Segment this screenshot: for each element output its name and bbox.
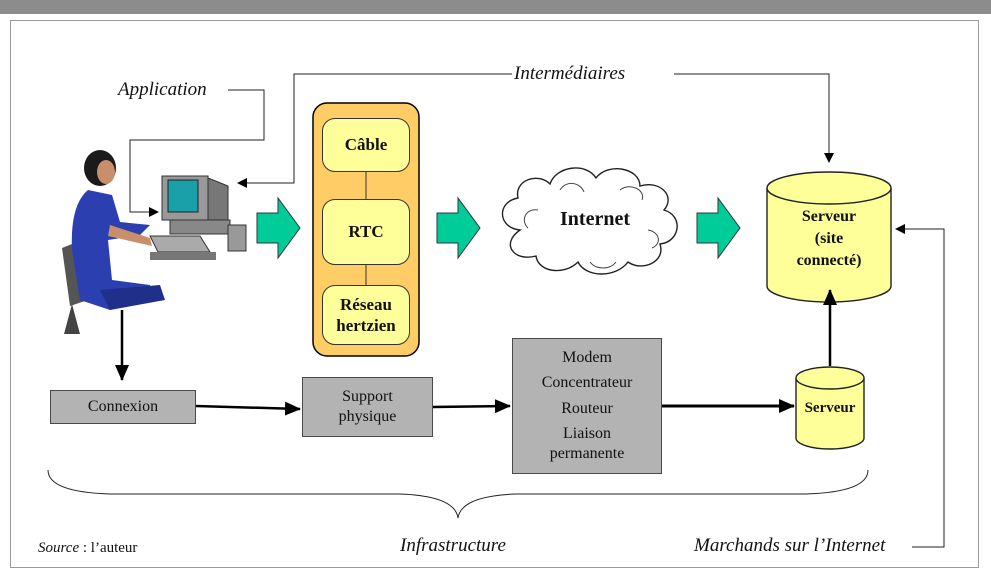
internet-cloud	[501, 167, 678, 275]
box-liaison-label: Liaison permanente	[549, 425, 625, 463]
box-connexion-label: Connexion	[87, 398, 159, 415]
internet-label: Internet	[560, 208, 630, 230]
pill-reseau-label: Réseau hertzien	[336, 294, 396, 335]
support-to-modem-arrow	[432, 399, 511, 414]
flow-arrow-2	[436, 196, 481, 260]
source-note: Source : l’auteur	[38, 540, 137, 557]
main-server-cylinder	[766, 171, 892, 303]
small-server-label: Serveur	[804, 400, 856, 416]
top-bar	[0, 0, 991, 14]
source-prefix: Source	[38, 540, 80, 556]
pill-reseau-hertzien: Réseau hertzien	[322, 285, 410, 345]
connexion-to-support-arrow	[195, 401, 301, 416]
intermediaires-to-computer-connector	[237, 73, 512, 188]
main-server-line3: connecté)	[796, 252, 862, 269]
box-support-label: Support physique	[338, 388, 397, 425]
source-suffix: : l’auteur	[79, 540, 138, 556]
user-at-computer-illustration	[62, 150, 247, 334]
intermediaires-label: Intermédiaires	[514, 63, 626, 84]
small-server-cylinder	[795, 366, 865, 450]
main-server-label: Serveur (site connecté)	[772, 206, 886, 272]
application-connector	[129, 89, 265, 217]
marchands-connector	[895, 224, 945, 548]
box-network-equipment: Modem Concentrateur Routeur Liaison perm…	[512, 338, 662, 474]
intermediaires-to-server-connector	[674, 73, 834, 163]
main-server-line2: (site	[814, 230, 844, 247]
marchands-label: Marchands sur l’Internet	[694, 535, 886, 556]
infrastructure-label: Infrastructure	[400, 535, 506, 556]
diagram-frame	[10, 20, 979, 568]
application-label: Application	[118, 79, 207, 100]
box-modem-label: Modem	[562, 348, 612, 366]
box-routeur-label: Routeur	[561, 399, 613, 417]
flow-arrow-3	[696, 196, 741, 260]
infrastructure-brace	[47, 469, 869, 519]
internet-cloud-detail	[523, 183, 659, 269]
pill-rtc: RTC	[322, 199, 410, 265]
box-support-physique: Support physique	[302, 377, 433, 437]
pill-cable: Câble	[322, 118, 410, 172]
main-server-line1: Serveur	[801, 208, 857, 225]
pill-cable-label: Câble	[344, 135, 388, 155]
box-connexion: Connexion	[50, 390, 196, 424]
pill-rtc-label: RTC	[348, 222, 384, 242]
flow-arrow-1	[256, 196, 301, 260]
box-concentrateur-label: Concentrateur	[541, 374, 633, 392]
